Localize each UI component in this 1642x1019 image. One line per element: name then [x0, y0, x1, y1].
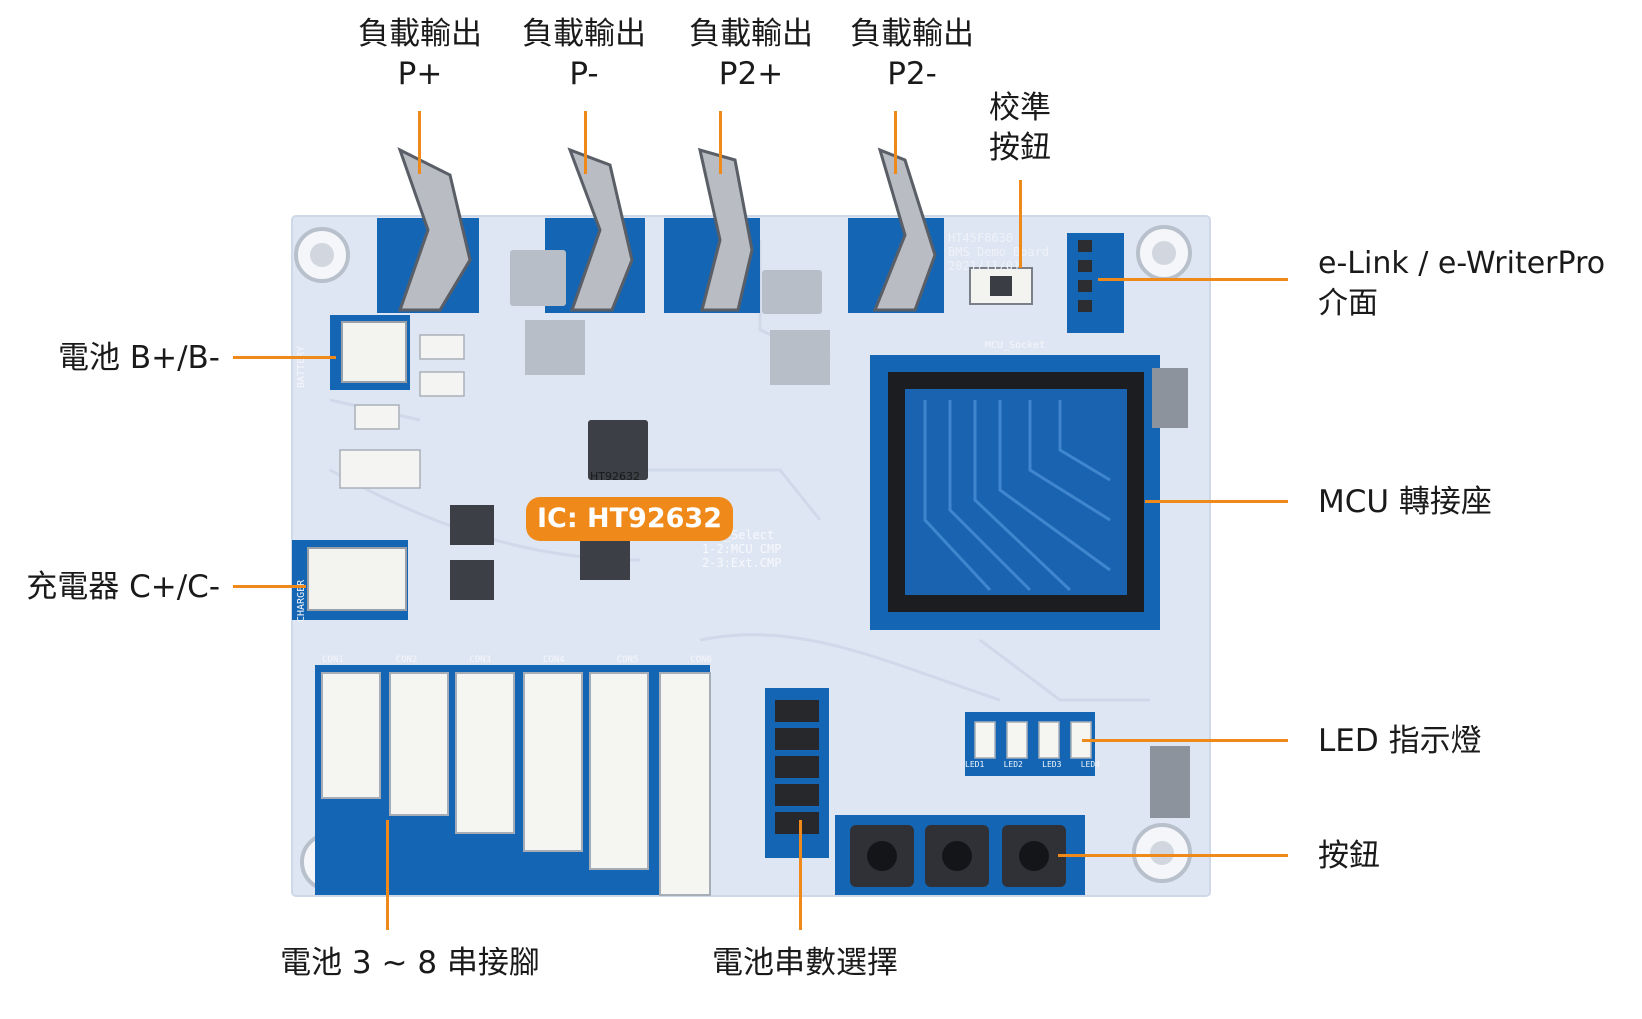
silk-con1: CON1	[322, 655, 344, 665]
label-load-p2-minus-line2: P2-	[887, 56, 937, 92]
label-load-p2-minus: 負載輸出 P2-	[834, 14, 990, 94]
silk-battery: BATTERY	[296, 345, 307, 388]
label-elink-interface: e-Link / e-WriterPro 介面	[1318, 244, 1605, 324]
silk-led2: LED2	[1003, 760, 1023, 769]
silk-con4: CON4	[542, 655, 565, 665]
cell-count-jumpers	[775, 700, 819, 834]
silk-mcu-socket: MCU_Socket	[985, 340, 1046, 351]
leader-battery	[233, 356, 336, 359]
label-load-p2-plus: 負載輸出 P2+	[673, 14, 829, 94]
label-charger-terminal: 充電器 C+/C-	[26, 569, 220, 605]
battery-pin-connectors	[321, 672, 711, 896]
leader-load-p-plus	[418, 111, 421, 174]
silk-con3: CON3	[469, 655, 491, 665]
label-elink-line1: e-Link / e-WriterPro	[1318, 246, 1606, 281]
label-load-p-minus-line1: 負載輸出	[522, 16, 646, 52]
label-load-p2-minus-line1: 負載輸出	[850, 16, 974, 52]
led-row	[974, 721, 1092, 759]
silk-title-line1: HT45F8630	[948, 231, 1014, 245]
leader-cell-count	[799, 820, 802, 930]
ic-badge: IC: HT92632	[526, 497, 733, 541]
silk-con-labels: CON1 CON2 CON3 CON4 CON5 CON6	[322, 655, 712, 665]
label-calibration-line1: 校準	[989, 90, 1051, 126]
leader-battery-pins	[386, 820, 389, 930]
silk-title-line2: BMS Demo Board	[948, 245, 1050, 259]
leader-load-p2-minus	[894, 111, 897, 174]
label-load-p-plus-line2: P+	[397, 56, 443, 92]
silk-con2: CON2	[395, 655, 418, 665]
silk-led1: LED1	[965, 760, 985, 769]
leader-elink	[1098, 278, 1288, 281]
leader-charger	[233, 585, 306, 588]
elink-header-pins	[1078, 240, 1092, 312]
label-mcu-socket: MCU 轉接座	[1318, 484, 1492, 520]
label-cell-count-select: 電池串數選擇	[712, 945, 898, 981]
silk-led3: LED3	[1042, 760, 1062, 769]
push-buttons	[850, 825, 1066, 887]
leader-buttons	[1058, 854, 1288, 857]
leader-load-p-minus	[584, 111, 587, 174]
label-load-p2-plus-line1: 負載輸出	[689, 16, 813, 52]
label-load-p2-plus-line2: P2+	[718, 56, 784, 92]
label-buttons: 按鈕	[1318, 838, 1380, 874]
label-elink-line2: 介面	[1318, 286, 1378, 321]
silk-title-line3: 2021/11/01	[948, 259, 1021, 273]
label-load-p-minus-line2: P-	[569, 56, 599, 92]
leader-calibration	[1019, 180, 1022, 268]
load-clips	[397, 147, 937, 312]
label-load-p-minus: 負載輸出 P-	[506, 14, 662, 94]
silk-con5: CON5	[616, 655, 639, 665]
battery-connector	[341, 321, 407, 383]
silk-cmp-opt2: 2-3:Ext.CMP	[702, 556, 782, 570]
charger-connector	[307, 547, 407, 611]
silk-led-labels: LED1 LED2 LED3 LED4	[965, 760, 1100, 769]
silk-cmp-opt1: 1-2:MCU CMP	[702, 542, 782, 556]
silk-ic-marking: HT92632	[590, 470, 640, 483]
leader-led	[1082, 739, 1288, 742]
label-led-indicator: LED 指示燈	[1318, 723, 1482, 759]
label-calibration-button: 校準 按鈕	[980, 88, 1060, 168]
label-load-p-plus-line1: 負載輸出	[358, 16, 482, 52]
leader-mcu	[1145, 500, 1288, 503]
label-load-p-plus: 負載輸出 P+	[342, 14, 498, 94]
label-battery-pins: 電池 3 ~ 8 串接腳	[280, 945, 540, 981]
leader-load-p2-plus	[719, 111, 722, 174]
label-calibration-line2: 按鈕	[989, 130, 1051, 166]
label-battery-terminal: 電池 B+/B-	[58, 340, 220, 376]
silk-con6: CON6	[690, 655, 712, 665]
silk-title: HT45F8630 BMS Demo Board 2021/11/01	[948, 231, 1049, 273]
silk-led4: LED4	[1080, 760, 1100, 769]
